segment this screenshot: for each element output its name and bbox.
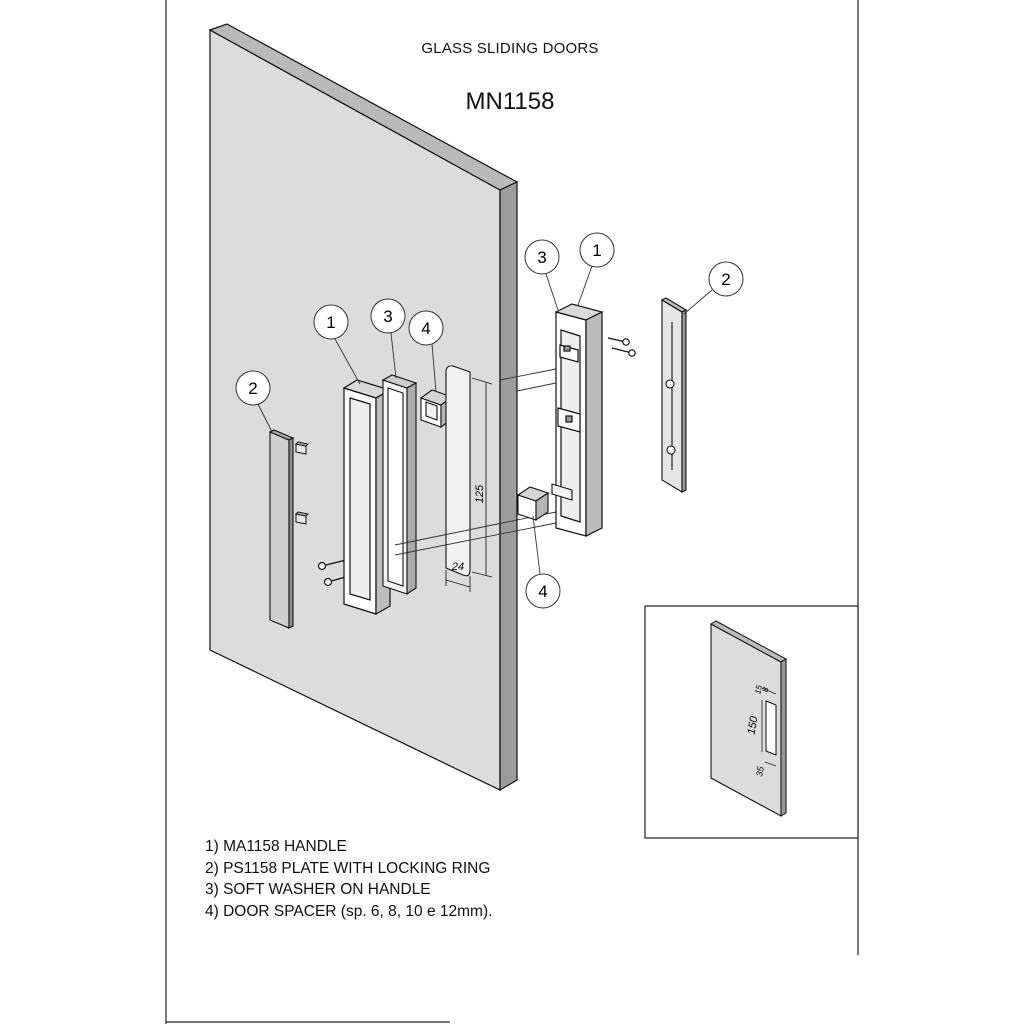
- callout-right-spacer: 4: [538, 582, 547, 601]
- detail-bottom-label: 35: [754, 765, 766, 778]
- drawing-code: MN1158: [465, 88, 555, 115]
- soft-washer: [381, 374, 418, 596]
- right-handle: [554, 303, 604, 537]
- callout-left-washer: 3: [383, 307, 392, 326]
- callout-left-spacer: 4: [421, 319, 430, 338]
- slot-height-label: 125: [474, 484, 486, 503]
- callout-circle-right-spacer: [525, 573, 561, 609]
- plate-clips: [294, 441, 310, 525]
- callout-right-plate: 2: [721, 270, 730, 289]
- callout-right-handle: 1: [592, 241, 601, 260]
- detail-inset: [644, 605, 859, 839]
- callout-markers: [235, 232, 744, 609]
- legend-item: 1) MA1158 HANDLE: [205, 838, 347, 855]
- left-handle: [342, 379, 392, 616]
- detail-slot: [765, 700, 777, 756]
- detail-height-label: 150: [746, 715, 761, 736]
- callout-left-plate: 2: [248, 379, 257, 398]
- assembly-guide-lines: [394, 368, 557, 556]
- parts-legend: 1) MA1158 HANDLE 2) PS1158 PLATE WITH LO…: [205, 836, 492, 922]
- slot-width-label: 24: [451, 561, 464, 573]
- callout-circle-left-plate: [235, 370, 271, 406]
- legend-item: 2) PS1158 PLATE WITH LOCKING RING: [205, 859, 491, 877]
- slot-dimension-lines: [445, 377, 493, 592]
- detail-top-label-a: 15: [753, 684, 764, 695]
- callout-leaders: [257, 265, 713, 575]
- callout-circle-left-handle: [313, 304, 349, 340]
- callout-right-washer: 3: [537, 248, 546, 267]
- callout-circle-right-washer: [524, 239, 560, 275]
- detail-top-label-b: 8: [761, 686, 771, 692]
- callout-circle-right-handle: [579, 232, 615, 268]
- callout-circle-left-washer: [370, 298, 406, 334]
- callout-left-handle: 1: [326, 313, 335, 332]
- callout-circle-left-spacer: [408, 310, 444, 346]
- callout-circle-right-plate: [708, 261, 744, 297]
- right-screws: [607, 337, 636, 357]
- legend-item: 3) SOFT WASHER ON HANDLE: [205, 881, 431, 898]
- right-door-spacer: [516, 483, 573, 522]
- left-locking-plate: [268, 429, 295, 629]
- right-locking-plate: [660, 297, 688, 493]
- legend-item: 4) DOOR SPACER (sp. 6, 8, 10 e 12mm).: [205, 902, 493, 920]
- door-slot: [445, 365, 471, 577]
- drawing-subtitle: GLASS SLIDING DOORS: [421, 40, 599, 57]
- left-screws: [317, 558, 357, 587]
